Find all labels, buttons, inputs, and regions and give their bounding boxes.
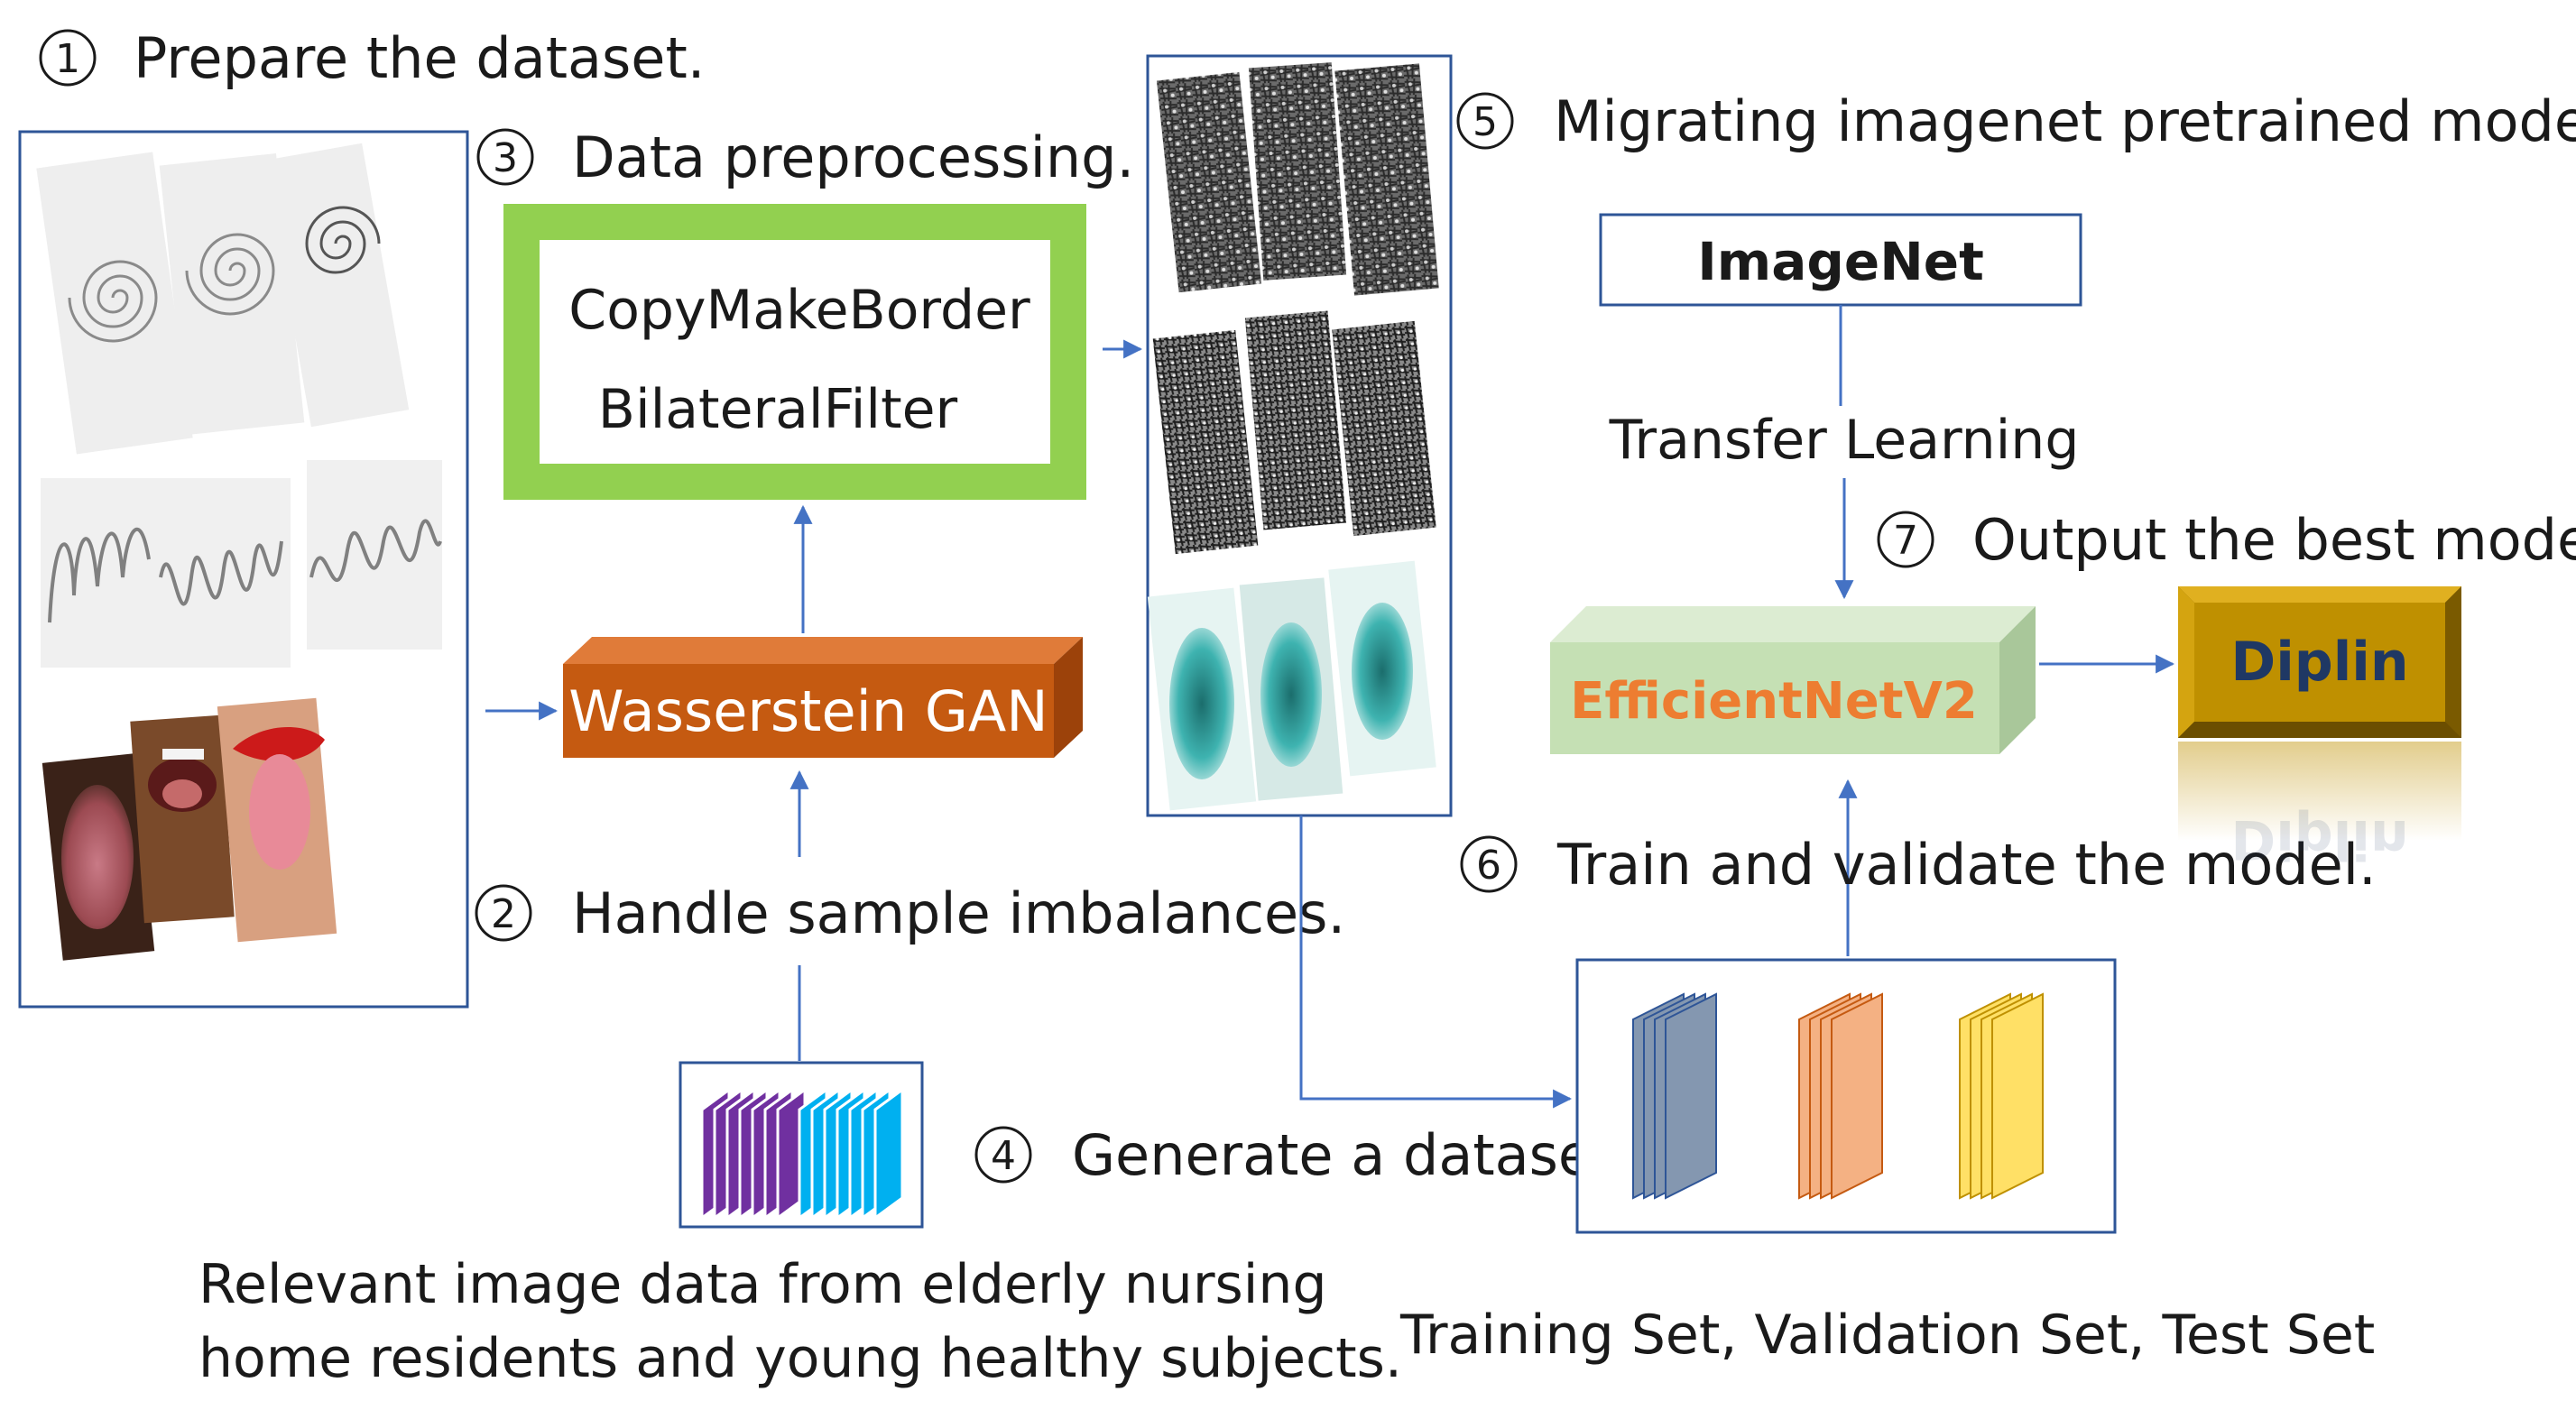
tongue-photo-2 [130,714,235,924]
imagenet-box: ImageNet [1599,213,2082,307]
step-3-heading: 3 Data preprocessing. [476,124,1134,190]
validation-set-stack [1798,992,1883,1200]
wave-samples [41,460,442,668]
step-1-number: 1 [55,36,80,82]
tongue-photo-samples [42,697,337,961]
step-5-number: 5 [1473,99,1498,145]
transfer-learning-label: Transfer Learning [1609,409,2080,472]
step-2-heading: 2 Handle sample imbalances. [475,880,1345,946]
wave-image-1 [41,478,162,668]
step-7-label: Output the best model. [1972,507,2576,573]
step-1-heading: 1 Prepare the dataset. [39,25,705,91]
imagenet-label: ImageNet [1697,231,1984,292]
step-6-number-circle [1460,835,1518,893]
step-1-number-circle [39,29,97,87]
processed-samples-panel [1146,54,1453,817]
source-data-caption-line1: Relevant image data from elderly nursing [199,1253,1327,1316]
processed-tongue-images [1147,560,1436,811]
spiral-image-3 [263,143,410,428]
arrow-samples-to-datasets [1299,816,1573,1109]
wasserstein-gan-block: Wasserstein GAN [563,637,1083,758]
wave-image-3 [307,460,442,650]
step-4-number-circle [974,1126,1032,1184]
step-6-label: Train and validate the model. [1556,832,2377,898]
step-5-number-circle [1456,92,1514,150]
raw-data-box [679,1061,924,1229]
dataset-panel [18,130,469,1009]
spiral-image-1 [36,152,193,455]
wave-image-2 [155,478,291,668]
dataset-splits-box [1575,958,2117,1234]
bilateralfilter-label: BilateralFilter [598,378,958,441]
preprocessing-box: CopyMakeBorder BilateralFilter [503,204,1086,500]
tongue-photo-1 [42,753,155,961]
step-2-number-circle [475,884,532,942]
step-5-heading: 5 Migrating imagenet pretrained models. [1456,88,2576,154]
step-5-label: Migrating imagenet pretrained models. [1554,88,2576,154]
efficientnetv2-block: EfficientNetV2 [1550,606,2036,754]
step-2-label: Handle sample imbalances. [572,880,1345,946]
spiral-image-2 [159,153,305,435]
cyan-image-stack [798,1087,904,1221]
source-data-caption-line2: home residents and young healthy subject… [199,1327,1402,1390]
step-7-heading: 7 Output the best model. [1877,507,2576,573]
step-2-number: 2 [491,891,516,937]
step-7-number: 7 [1893,518,1918,564]
step-4-number: 4 [991,1133,1016,1179]
diplin-reflection-text: Diplin [2230,807,2408,871]
step-3-number-circle [476,128,534,186]
step-1-label: Prepare the dataset. [134,25,705,91]
wasserstein-gan-label: Wasserstein GAN [568,678,1048,744]
dataset-splits-caption: Training Set, Validation Set, Test Set [1399,1304,2375,1367]
step-4-label: Generate a dataset. [1072,1122,1632,1188]
step-3-number: 3 [493,135,518,181]
processed-spiral-images [1156,62,1439,296]
training-set-stack [1632,992,1717,1200]
step-7-number-circle [1877,511,1934,568]
diplin-label: Diplin [2230,631,2408,694]
diplin-reflection [2178,742,2461,841]
step-3-label: Data preprocessing. [572,124,1134,190]
purple-image-stack [700,1087,807,1221]
test-set-stack [1959,992,2044,1200]
tongue-photo-3 [217,697,337,943]
processed-wave-images [1152,310,1436,555]
diplin-output-block: Diplin Diplin [2178,586,2461,871]
step-6-heading: 6 Train and validate the model. [1460,832,2377,898]
efficientnetv2-label: EfficientNetV2 [1570,672,1978,731]
copymakeborder-label: CopyMakeBorder [568,279,1030,342]
spiral-samples [36,143,410,455]
step-6-number: 6 [1476,843,1501,889]
step-4-heading: 4 Generate a dataset. [974,1122,1632,1188]
